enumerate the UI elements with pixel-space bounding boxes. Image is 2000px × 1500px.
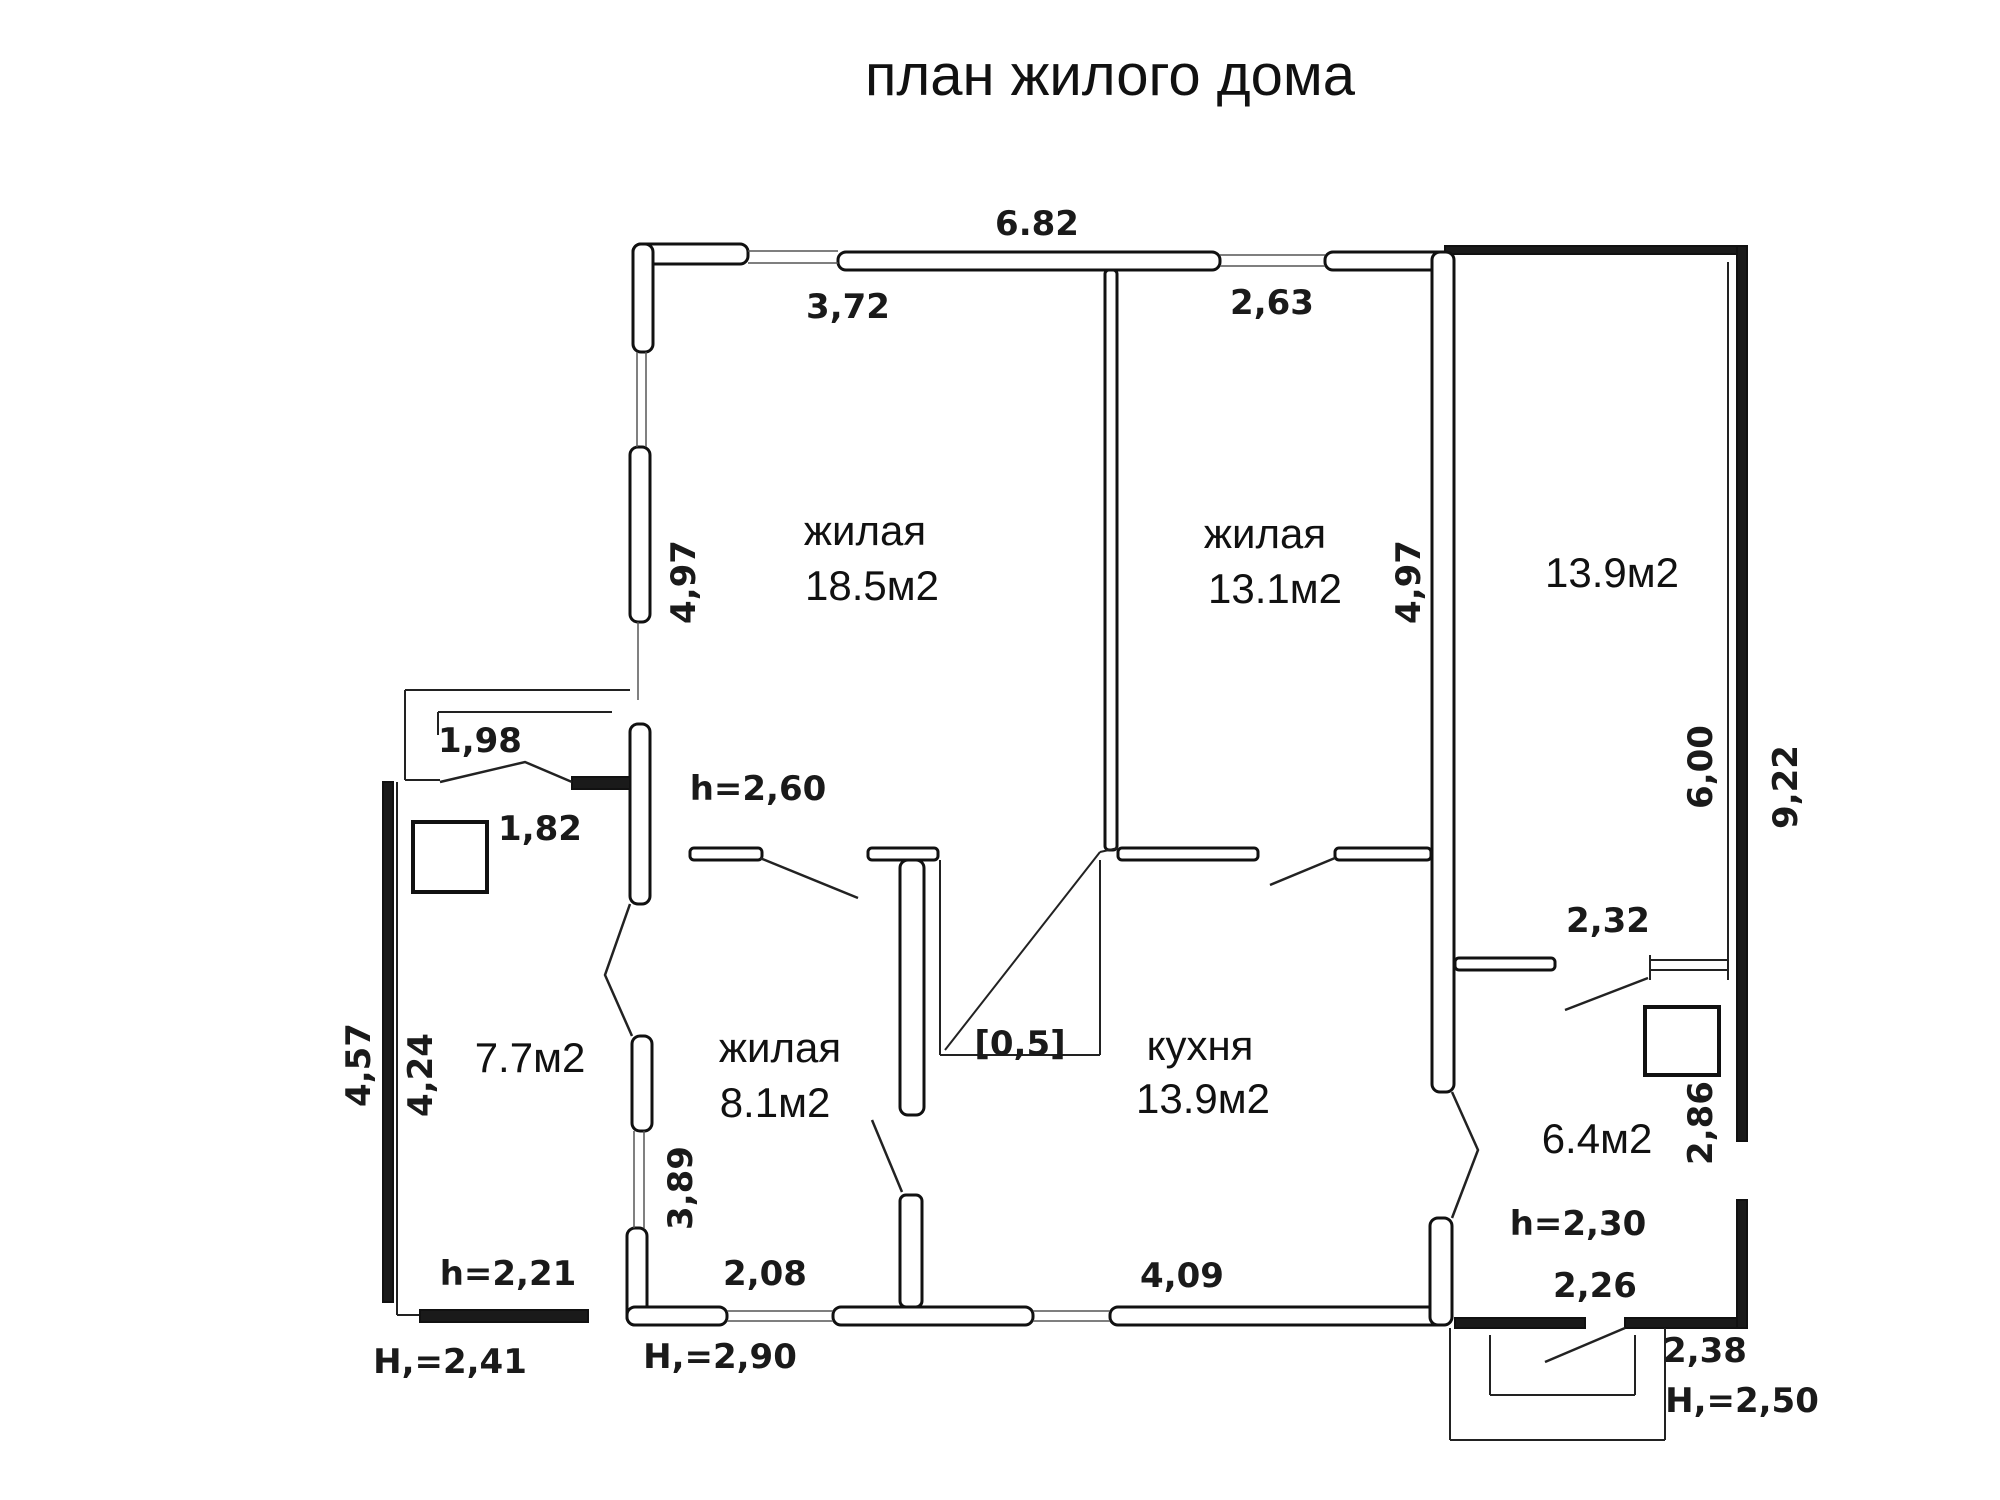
dimension-label: 1,82 xyxy=(498,809,582,849)
dimension-label: 2,32 xyxy=(1566,901,1650,941)
dimension-label: 2,38 xyxy=(1663,1331,1747,1371)
bottom-windows xyxy=(727,1310,1110,1322)
top-windows xyxy=(748,250,1325,267)
room-label: жилая xyxy=(719,1024,841,1071)
room-area: 13.1м2 xyxy=(1208,565,1342,612)
dimension-label: 1,98 xyxy=(438,721,522,761)
stove-icon xyxy=(1643,1005,1721,1077)
room-area: 7.7м2 xyxy=(475,1034,586,1081)
room-area: 13.9м2 xyxy=(1545,549,1679,596)
stair xyxy=(939,847,1119,1056)
room-area: 18.5м2 xyxy=(805,562,939,609)
stair-label: [0,5] xyxy=(974,1024,1065,1064)
right-small-partitions xyxy=(1453,955,1728,980)
bottom-wall xyxy=(625,1305,1748,1329)
dimension-label: 6.82 xyxy=(995,204,1079,244)
dimension-label: 4,09 xyxy=(1140,1256,1224,1296)
stove-icon xyxy=(411,820,489,894)
door-swings xyxy=(439,760,1649,1364)
dimension-label: 4,24 xyxy=(401,1033,441,1117)
interior-partitions xyxy=(688,268,1433,1309)
dimension-label: 4,97 xyxy=(1389,540,1429,624)
height-label: H,=2,50 xyxy=(1665,1381,1819,1421)
right-partition xyxy=(1428,250,1456,1327)
height-label: h=2,21 xyxy=(440,1254,577,1294)
dimension-label: 4,97 xyxy=(664,540,704,624)
room-area: 13.9м2 xyxy=(1136,1075,1270,1122)
room-label: кухня xyxy=(1147,1022,1254,1069)
dimension-label: 2,26 xyxy=(1553,1266,1637,1306)
top-wall xyxy=(631,242,1748,272)
room-label: жилая xyxy=(804,507,926,554)
room-area: 6.4м2 xyxy=(1542,1115,1653,1162)
dimension-label: 2,63 xyxy=(1230,283,1314,323)
room-area: 8.1м2 xyxy=(720,1079,831,1126)
height-label: H,=2,90 xyxy=(643,1337,797,1377)
page-title: план жилого дома xyxy=(865,43,1356,108)
left-windows xyxy=(633,352,647,1228)
entrance-porch xyxy=(1449,1328,1666,1441)
height-label: H,=2,41 xyxy=(373,1342,527,1382)
dimension-label: 9,22 xyxy=(1766,745,1806,829)
dimension-label: 3,72 xyxy=(806,287,890,327)
left-wall xyxy=(625,242,655,1327)
dimension-label: 3,89 xyxy=(661,1146,701,1230)
height-label: h=2,60 xyxy=(690,769,827,809)
room-label: жилая xyxy=(1204,510,1326,557)
outer-right-wall xyxy=(1727,245,1748,1329)
dimension-label: 2,08 xyxy=(723,1254,807,1294)
dimension-label: 2,86 xyxy=(1681,1081,1721,1165)
dimension-label: 4,57 xyxy=(339,1023,379,1107)
dimension-label: 6,00 xyxy=(1681,725,1721,809)
veranda xyxy=(382,689,631,1323)
height-label: h=2,30 xyxy=(1510,1204,1647,1244)
